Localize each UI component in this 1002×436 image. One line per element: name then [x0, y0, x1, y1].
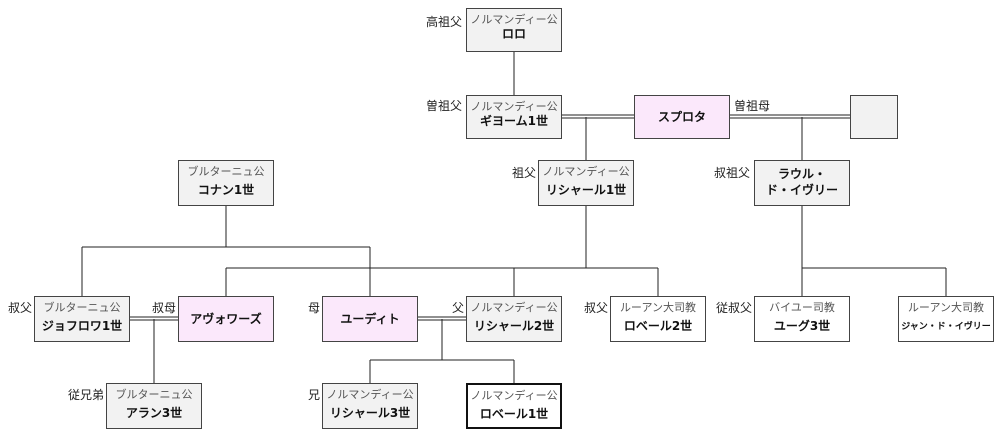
person-conan[interactable]: ブルターニュ公 コナン1世: [178, 160, 274, 206]
relation-label: 祖父: [511, 166, 536, 180]
person-hugues[interactable]: バイユー司教 ユーグ3世: [754, 296, 850, 342]
person-jean[interactable]: ルーアン大司教 ジャン・ド・イヴリー: [898, 296, 994, 342]
person-title: ノルマンディー公: [470, 100, 558, 113]
person-richard2[interactable]: ノルマンディー公 リシャール2世: [466, 296, 562, 342]
relation-label: 叔母: [151, 301, 176, 315]
person-name: ジャン・ド・イヴリー: [901, 322, 991, 332]
person-title: バイユー司教: [769, 301, 835, 314]
person-judith[interactable]: ユーディト: [322, 296, 418, 342]
person-title: ノルマンディー公: [470, 301, 558, 314]
relation-label: 従叔父: [715, 301, 752, 315]
relation-label: 母: [307, 301, 320, 315]
person-title: ノルマンディー公: [326, 388, 414, 401]
relation-label: 叔父: [583, 301, 608, 315]
relation-label: 叔父: [7, 301, 32, 315]
person-name: スプロタ: [657, 110, 706, 124]
relation-label: 従兄弟: [67, 388, 104, 402]
relation-label: 曽祖父: [425, 99, 462, 113]
person-name: アヴォワーズ: [190, 312, 262, 326]
person-sprota[interactable]: スプロタ: [634, 95, 730, 139]
person-robert-archbishop[interactable]: ルーアン大司教 ロベール2世: [610, 296, 706, 342]
person-rollo[interactable]: ノルマンディー公 ロロ: [466, 8, 562, 52]
relation-label: 兄: [307, 388, 320, 402]
person-name: リシャール2世: [473, 319, 555, 333]
person-name: ギヨーム1世: [480, 114, 548, 128]
relation-label: 叔祖父: [713, 166, 750, 180]
person-title: ブルターニュ公: [115, 388, 193, 401]
person-richard3[interactable]: ノルマンディー公 リシャール3世: [322, 383, 418, 429]
person-guillaume[interactable]: ノルマンディー公 ギヨーム1世: [466, 95, 562, 139]
person-name: ロベール1世: [479, 407, 549, 421]
person-name: ロロ: [501, 27, 526, 41]
person-title: ブルターニュ公: [187, 165, 265, 178]
relation-label: 曽祖母: [734, 99, 771, 113]
person-name: リシャール1世: [545, 183, 627, 197]
person-name: ロベール2世: [623, 319, 693, 333]
person-richard1[interactable]: ノルマンディー公 リシャール1世: [538, 160, 634, 206]
person-title: ノルマンディー公: [470, 13, 558, 26]
person-title: ルーアン大司教: [619, 301, 697, 314]
person-name: ジョフロワ1世: [41, 319, 123, 333]
person-geoffroy[interactable]: ブルターニュ公 ジョフロワ1世: [34, 296, 130, 342]
person-title: ブルターニュ公: [43, 301, 121, 314]
person-title: ノルマンディー公: [542, 165, 630, 178]
person-name: ユーディト: [340, 312, 400, 326]
person-robert1[interactable]: ノルマンディー公 ロベール1世: [466, 383, 562, 429]
person-name: コナン1世: [197, 183, 255, 197]
person-title: ノルマンディー公: [470, 389, 558, 402]
relation-label: 高祖父: [425, 15, 462, 29]
person-title: ルーアン大司教: [907, 301, 985, 314]
person-alain[interactable]: ブルターニュ公 アラン3世: [106, 383, 202, 429]
person-name-line2: ド・イヴリー: [765, 183, 838, 197]
person-name-line1: ラウル・: [777, 167, 826, 181]
person-name: アラン3世: [125, 406, 183, 420]
person-hawise[interactable]: アヴォワーズ: [178, 296, 274, 342]
person-name: リシャール3世: [329, 406, 411, 420]
person-unknown[interactable]: [850, 95, 898, 139]
person-raoul[interactable]: ラウル・ ド・イヴリー: [754, 160, 850, 206]
relation-label: 父: [451, 301, 464, 315]
person-name: ユーグ3世: [773, 319, 831, 333]
